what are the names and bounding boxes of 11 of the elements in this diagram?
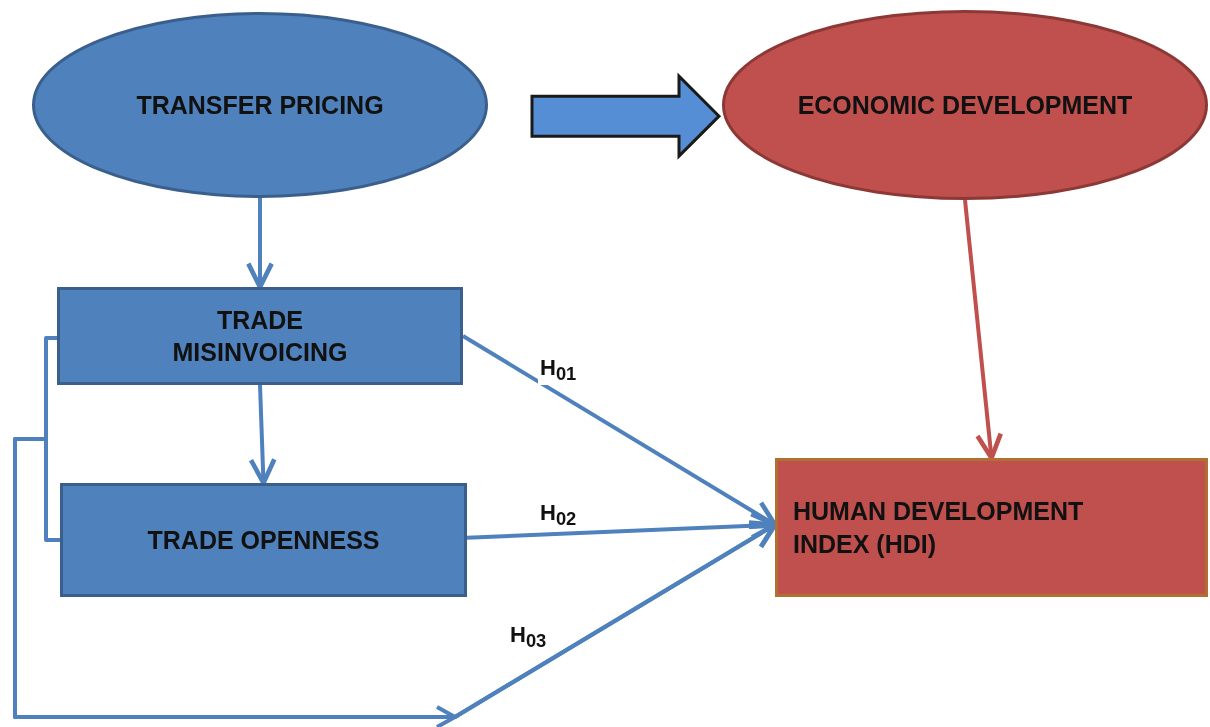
node-label: TRADE OPENNESS bbox=[147, 524, 380, 556]
node-label: TRADE MISINVOICING bbox=[171, 304, 349, 368]
variable-box bbox=[775, 458, 1208, 597]
variable-box bbox=[60, 483, 467, 597]
concept-ellipse bbox=[32, 12, 488, 198]
node-label: ECONOMIC DEVELOPMENT bbox=[797, 89, 1133, 121]
concept-ellipse bbox=[722, 10, 1208, 200]
node-label: HUMAN DEVELOPMENT INDEX (HDI) bbox=[793, 496, 1085, 560]
variable-box bbox=[57, 287, 463, 385]
node-label: TRANSFER PRICING bbox=[136, 89, 384, 121]
block-arrow bbox=[530, 72, 722, 160]
